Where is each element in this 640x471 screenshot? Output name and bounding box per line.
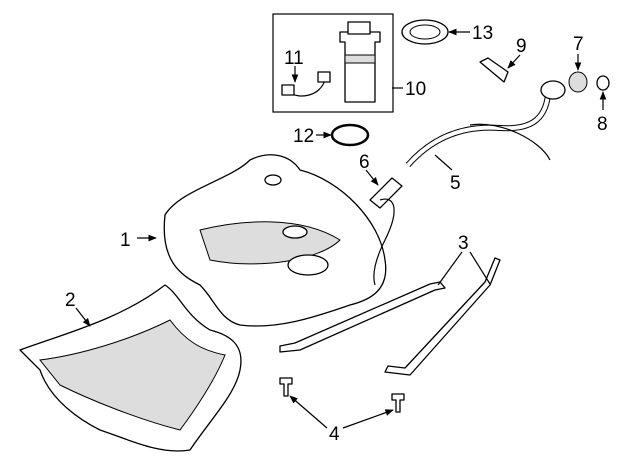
filler-hose-drawing xyxy=(369,177,403,209)
pump-harness-drawing xyxy=(281,71,331,97)
bolt-right-drawing xyxy=(391,393,405,413)
pump-seal-drawing xyxy=(330,123,370,147)
callout-5: 5 xyxy=(450,173,461,194)
fuel-tank-drawing xyxy=(163,154,395,327)
callout-3: 3 xyxy=(458,233,469,254)
callout-13: 13 xyxy=(472,23,493,44)
callout-1: 1 xyxy=(120,230,131,251)
callout-11: 11 xyxy=(284,48,304,69)
leader-lines xyxy=(75,28,607,429)
callout-6: 6 xyxy=(359,152,370,173)
fuel-pump-module-drawing xyxy=(339,21,381,103)
callout-8: 8 xyxy=(597,114,608,135)
callout-4: 4 xyxy=(329,424,340,445)
callout-10: 10 xyxy=(405,79,426,100)
callout-12: 12 xyxy=(293,126,314,147)
lock-ring-inner xyxy=(409,24,441,40)
callout-7: 7 xyxy=(573,34,584,55)
callout-9: 9 xyxy=(516,36,527,57)
bolt-left-drawing xyxy=(279,377,293,397)
filler-pipe-drawing xyxy=(405,80,566,167)
callout-2: 2 xyxy=(65,290,76,311)
vent-valve-drawing xyxy=(479,57,509,83)
o-ring-drawing xyxy=(596,75,610,91)
heat-shield-drawing xyxy=(19,284,242,452)
filler-cap-seal-drawing xyxy=(568,71,588,93)
